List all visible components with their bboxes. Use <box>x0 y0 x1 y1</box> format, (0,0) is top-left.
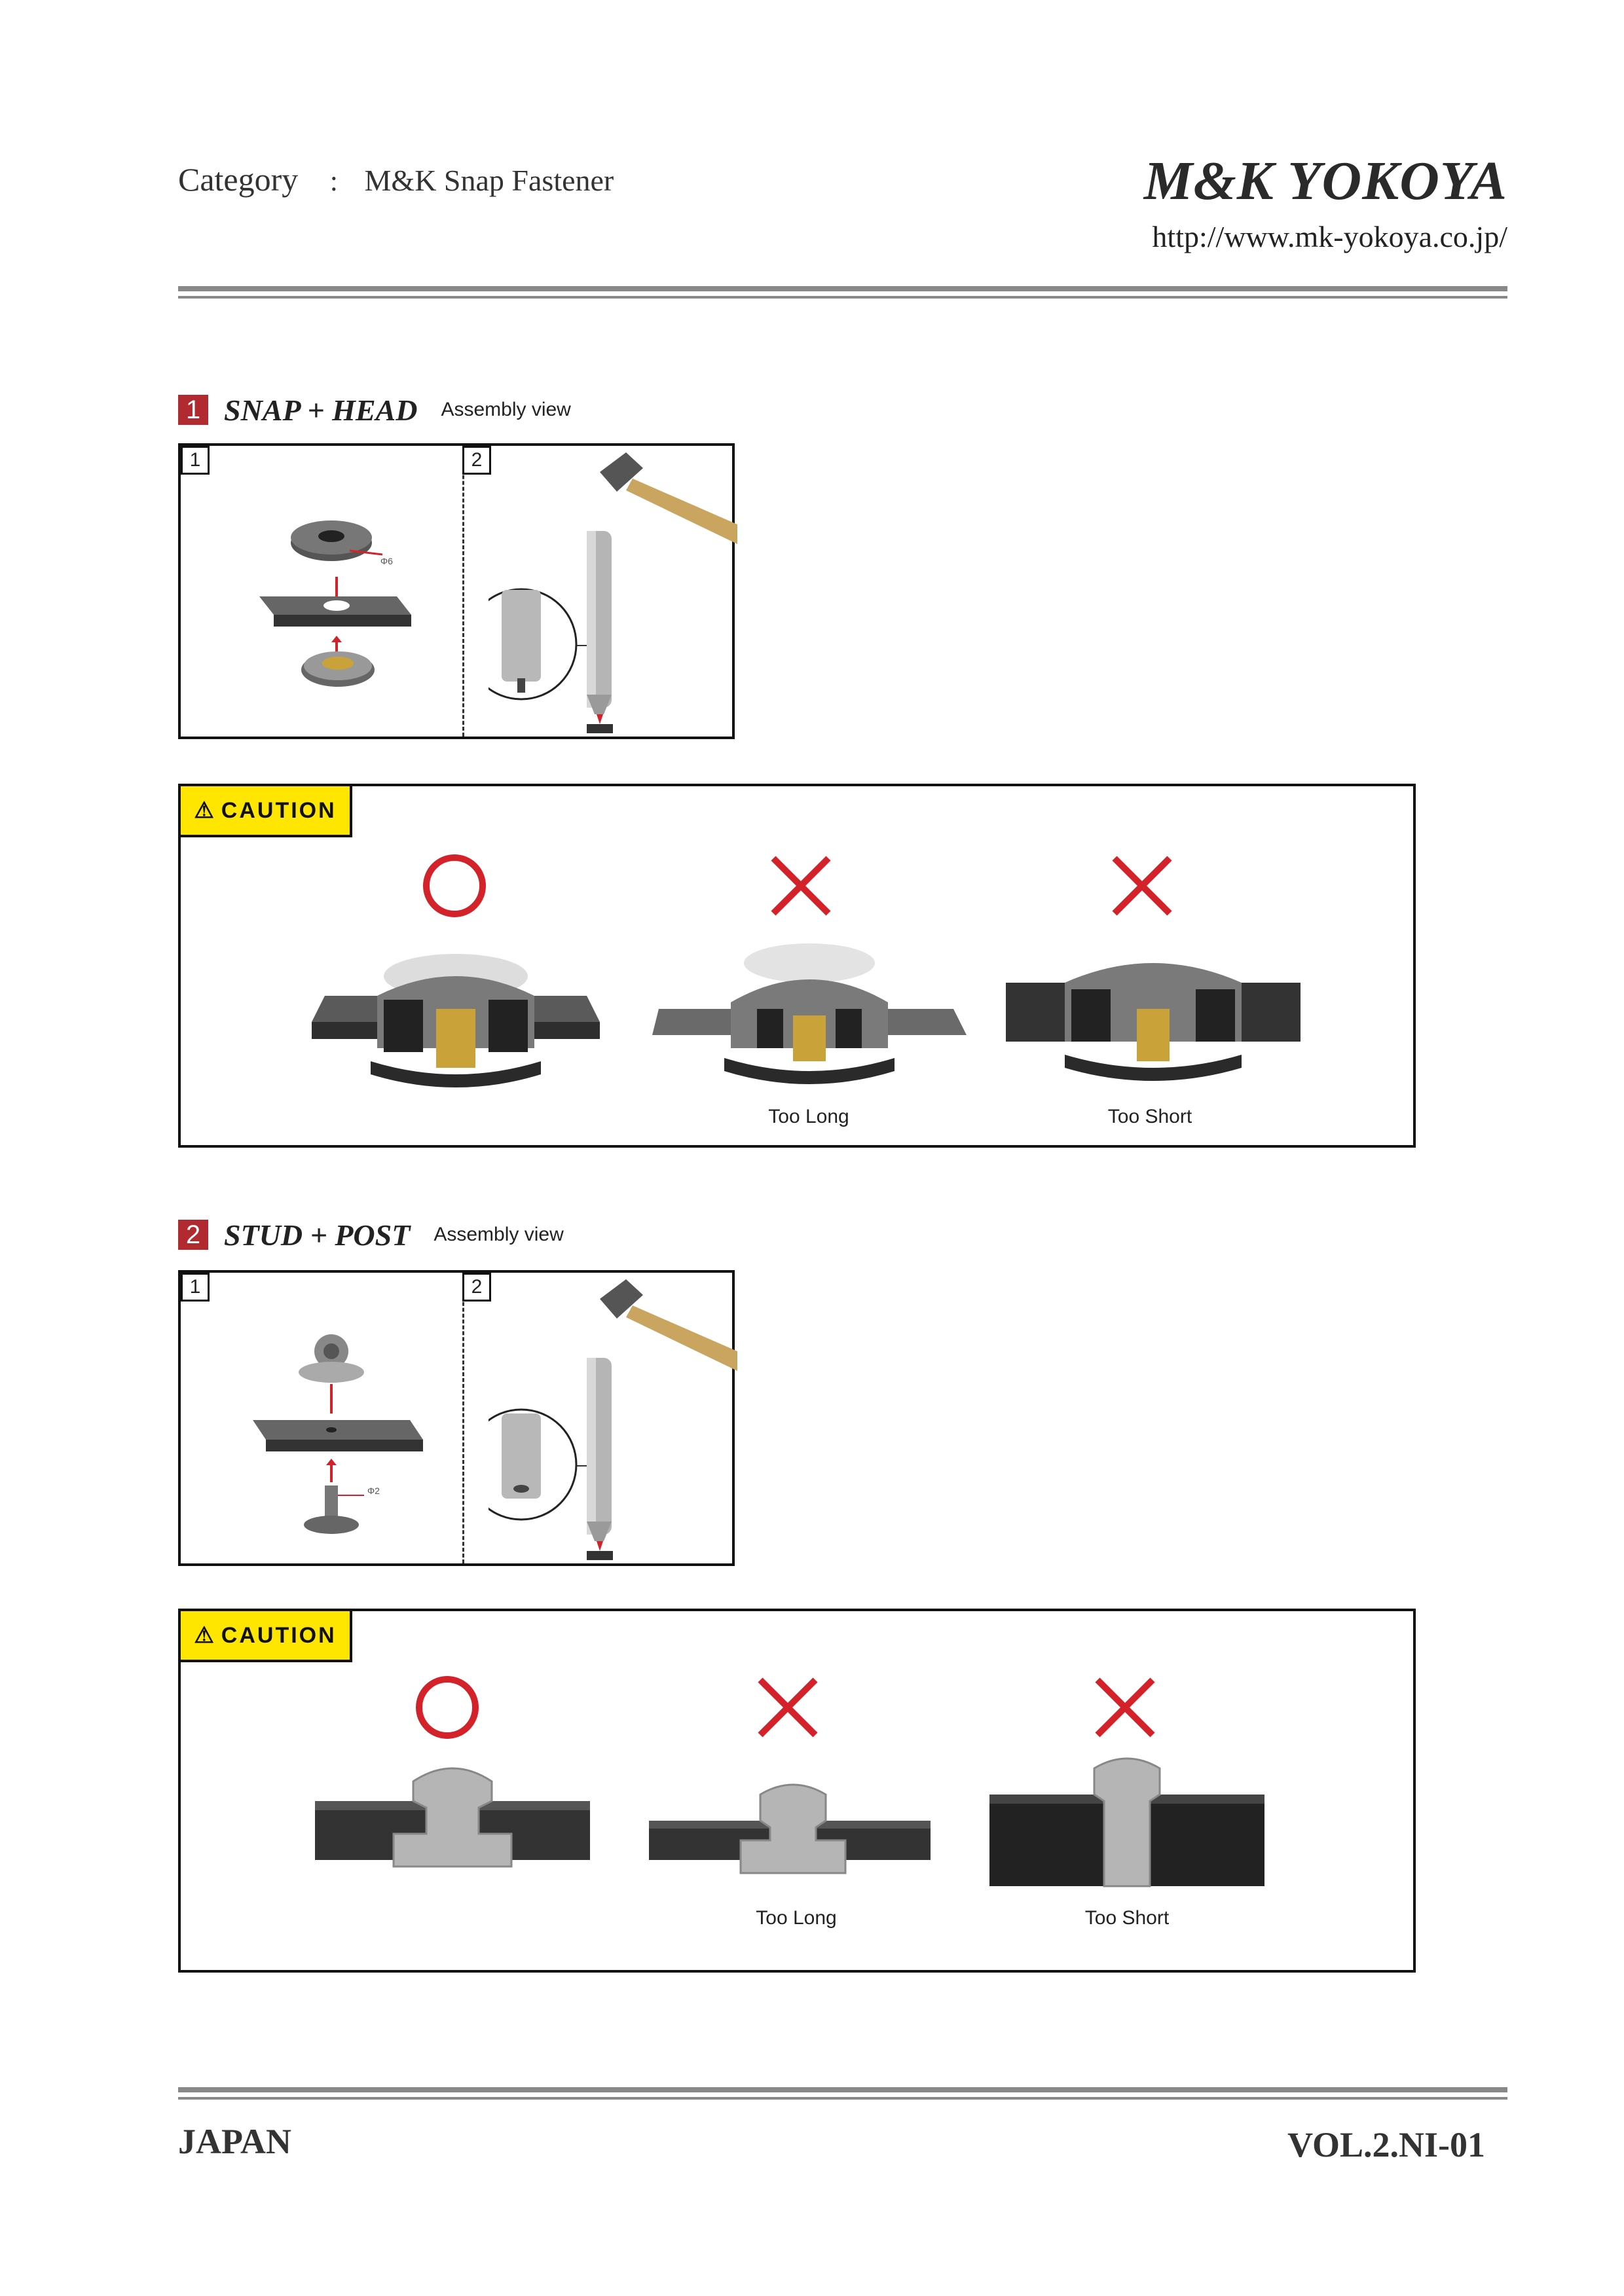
section-1-subtitle: Assembly view <box>441 399 571 420</box>
hole-diameter-label-2: Φ2 <box>367 1485 380 1496</box>
brand-logo-text: M&K YOKOYA <box>1143 151 1507 211</box>
step-2-label: 2 <box>462 446 491 475</box>
snap-too-short-cross-section <box>1006 963 1301 1081</box>
section-1-title: SNAP + HEAD <box>224 393 418 427</box>
ok-circle-icon <box>423 854 486 917</box>
stud-too-long-cross-section <box>649 1783 931 1874</box>
section-1-number: 1 <box>178 395 208 425</box>
caution-badge-1: ⚠ CAUTION <box>181 786 352 837</box>
section-2-heading: 2 STUD + POST Assembly view <box>178 1216 564 1253</box>
punch-tool-illustration <box>489 1279 737 1560</box>
section-2-steps-panel: 1 2 Φ2 <box>178 1270 737 1566</box>
footer-country: JAPAN <box>178 2122 291 2161</box>
section-1-caution-panel: ⚠ CAUTION Too Lo <box>178 784 1416 1148</box>
section-2-subtitle: Assembly view <box>434 1224 564 1245</box>
caution-label: CAUTION <box>221 1622 337 1648</box>
footer-volume: VOL.2.NI-01 <box>1287 2125 1485 2164</box>
snap-head-parts-illustration <box>259 520 411 687</box>
ng-cross-icon <box>758 1677 818 1738</box>
category-label: Category <box>178 161 299 198</box>
warning-icon: ⚠ <box>194 1623 216 1648</box>
caution-badge-2: ⚠ CAUTION <box>181 1611 352 1662</box>
caution-label: CAUTION <box>221 797 337 823</box>
too-long-caption: Too Long <box>756 1907 837 1929</box>
section-2-number: 2 <box>178 1220 208 1250</box>
step-divider <box>462 1273 464 1563</box>
section-1-heading: 1 SNAP + HEAD Assembly view <box>178 392 571 428</box>
footer-rule-thin <box>178 2097 1507 2100</box>
punch-tool-illustration <box>489 452 737 733</box>
too-short-caption: Too Short <box>1084 1907 1170 1929</box>
stud-too-short-cross-section <box>989 1757 1264 1887</box>
website-url[interactable]: http://www.mk-yokoya.co.jp/ <box>1152 220 1507 253</box>
step-1-label: 1 <box>181 446 210 475</box>
section-2-title: STUD + POST <box>224 1218 411 1252</box>
too-long-caption: Too Long <box>768 1106 849 1127</box>
category-colon: : <box>329 165 339 197</box>
section-1-steps-panel: 1 2 Φ6 <box>178 443 737 739</box>
header-rule-thick <box>178 286 1507 291</box>
warning-icon: ⚠ <box>194 798 216 823</box>
header-rule-thin <box>178 296 1507 299</box>
ng-cross-icon <box>771 856 831 916</box>
stud-post-parts-illustration <box>253 1334 423 1534</box>
step-divider <box>462 446 464 737</box>
snap-too-long-cross-section <box>652 943 967 1084</box>
stud-correct-cross-section <box>315 1767 590 1868</box>
ng-cross-icon <box>1112 856 1172 916</box>
category-value: M&K Snap Fastener <box>364 164 614 197</box>
step-2-label: 2 <box>462 1273 491 1302</box>
ng-cross-icon <box>1095 1677 1155 1738</box>
ok-circle-icon <box>416 1676 479 1739</box>
footer-rule-thick <box>178 2087 1507 2092</box>
section-2-caution-panel: ⚠ CAUTION Too Long Too Short <box>178 1609 1416 1973</box>
category-line: Category : M&K Snap Fastener <box>178 160 614 198</box>
snap-correct-cross-section <box>312 954 600 1087</box>
hole-diameter-label-1: Φ6 <box>380 556 393 566</box>
step-1-label: 1 <box>181 1273 210 1302</box>
too-short-caption: Too Short <box>1107 1106 1192 1127</box>
